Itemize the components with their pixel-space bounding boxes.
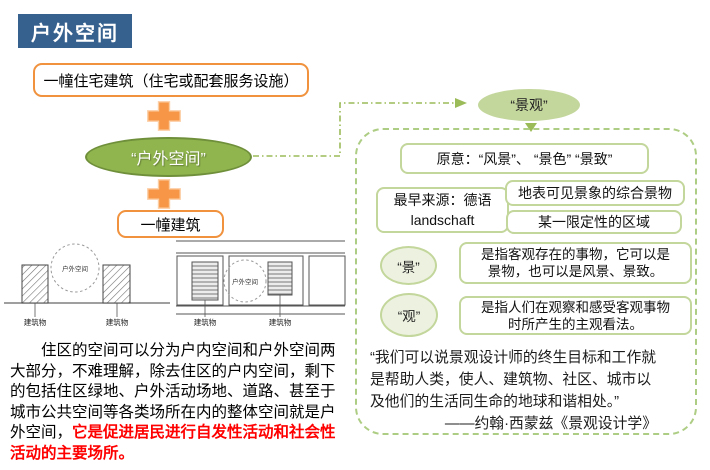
guan-ellipse: “观” [380,293,438,337]
jing-definition-box: 是指客观存在的事物，它可以是景物，也可以是风景、景致。 [459,242,692,284]
outdoor-space-ellipse: “户外空间” [85,137,252,177]
paragraph-black-text: 住区的空间可以分为户内空间和户外空间两大部分，不难理解，除去住区的户内空间，剩下… [10,342,336,441]
limited-region-box: 某一限定性的区域 [506,210,682,234]
arrow-right-icon [455,98,467,108]
outdoor-space-circle [50,243,100,293]
landscape-panel: 原意：“风景”、 “景色” “景致” 最早来源：德语 landschaft 地表… [355,128,697,435]
plot-outline [308,255,346,306]
plus-icon [147,179,181,209]
body-paragraph: 住区的空间可以分为户内空间和户外空间两大部分，不难理解，除去住区的户内空间，剩下… [10,341,340,464]
building-plan-right [267,261,293,296]
quote-attribution: ——约翰·西蒙兹《景观设计学》 [444,416,657,432]
flow-box-residential-building: 一幢住宅建筑（住宅或配套服务设施） [33,63,309,97]
building-label: 建筑物 [106,317,129,327]
circle-label: 户外空间 [232,277,258,286]
guan-definition-box: 是指人们在观察和感受客观事物时所产生的主观看法。 [459,296,692,335]
building-plan-left [191,261,219,301]
circle-label: 户外空间 [62,264,88,273]
building-label: 建筑物 [269,317,292,327]
plot-outline [228,255,304,306]
plot-outline [176,255,224,306]
quote-text: “我们可以说景观设计师的终生目标和工作就是帮助人类，使人、建筑物、社区、城市以及… [370,350,657,410]
source-line2: landschaft [410,212,475,228]
buildings-schematic: 户外空间 建筑物 建筑物 户外空间 建筑物 建筑物 [4,240,346,327]
source-box: 最早来源：德语 landschaft [376,187,509,233]
page-title: 户外空间 [18,14,132,48]
quote-block: “我们可以说景观设计师的终生目标和工作就是帮助人类，使人、建筑物、社区、城市以及… [370,347,657,435]
flow-box-building: 一幢建筑 [117,210,224,238]
building-elevation-right [102,264,131,304]
outdoor-space-circle [223,259,267,303]
building-label: 建筑物 [24,317,47,327]
building-label: 建筑物 [194,317,217,327]
source-line1: 最早来源：德语 [393,192,492,208]
landscape-ellipse: “景观” [478,89,580,121]
surface-scenery-box: 地表可见景象的综合景物 [505,180,685,206]
paragraph-red-text: 它是促进居民进行自发性活动和社会性活动的主要场所。 [10,424,336,462]
building-elevation-left [21,264,49,304]
origin-meaning-box: 原意：“风景”、 “景色” “景致” [400,143,649,174]
plus-icon [147,101,181,131]
jing-ellipse: “景” [380,246,437,285]
